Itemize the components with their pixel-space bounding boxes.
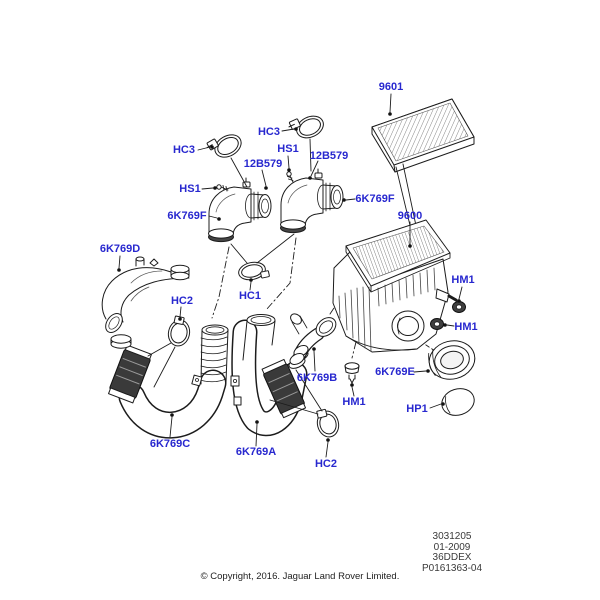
intake-hose-a-drawing <box>230 314 309 437</box>
plate-line-1: 3031205 <box>432 531 472 542</box>
plate-line-2: 01-2009 <box>433 541 471 553</box>
clamp-hc3-right-drawing <box>288 115 324 139</box>
screw-hs1-right-drawing <box>286 171 294 183</box>
air-filter-element-drawing <box>371 98 475 243</box>
leader-lines <box>117 93 463 458</box>
plate-line-4: P0161363-04 <box>421 562 483 574</box>
outlet-duct-drawing <box>428 340 476 380</box>
elbow-connector-b-drawing <box>289 313 337 366</box>
plate-line-3: 36DDEX <box>432 552 472 563</box>
air-cleaner-box-drawing <box>332 219 458 353</box>
push-pin-drawing <box>344 362 360 384</box>
elbow-f-left-drawing <box>208 177 272 243</box>
copyright-notice: © Copyright, 2016. Jaguar Land Rover Lim… <box>200 571 400 582</box>
clamp-hc1-drawing <box>238 261 270 281</box>
screw-hs1-left-drawing <box>216 184 229 192</box>
install-lines <box>147 138 323 415</box>
plate-info: 3031205 01-2009 36DDEX P0161363-04 <box>402 531 502 574</box>
intake-hose-d-drawing <box>101 256 190 333</box>
grommet-hm1-upper-drawing <box>452 301 466 313</box>
elbow-f-right-drawing <box>280 168 344 234</box>
grommet-hm1-lower-drawing <box>430 318 444 330</box>
clamp-hc2-lower-drawing <box>316 408 340 438</box>
blanking-plug-drawing <box>441 388 475 416</box>
intake-hose-c-drawing <box>108 324 229 439</box>
